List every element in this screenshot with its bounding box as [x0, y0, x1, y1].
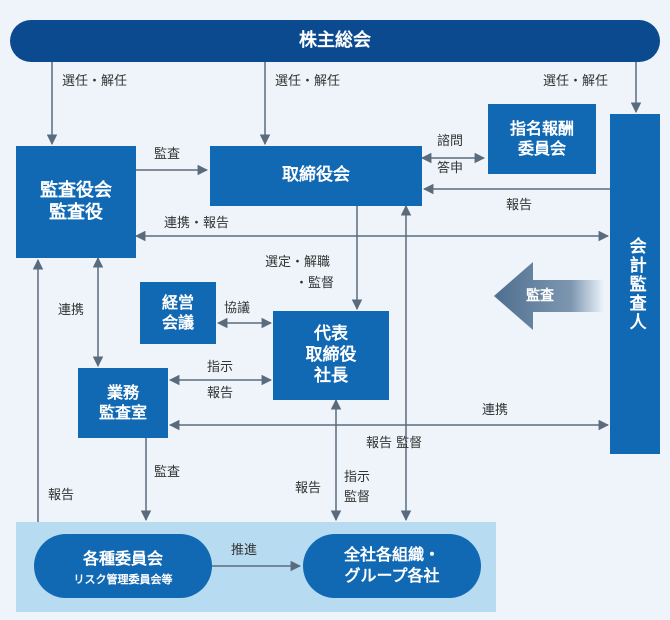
audit-board-line1: 監査役会: [40, 179, 112, 201]
label-coop-right: 連携: [482, 403, 509, 418]
committees-pill: 各種委員会 リスク管理委員会等: [34, 534, 212, 598]
label-instruct-supervise-1: 指示: [344, 470, 371, 485]
label-report-ceo: 報告: [207, 386, 234, 401]
label-appoint-dismiss-2: 選任・解任: [275, 74, 341, 89]
accounting-auditor-box: 会計監査人: [610, 114, 660, 454]
audit-arrow: [494, 262, 604, 330]
label-promote: 推進: [231, 543, 258, 558]
label-auditor-report: 報告: [506, 198, 533, 213]
label-coop-left: 連携: [58, 303, 85, 318]
label-audit-to-board: 監査: [154, 147, 181, 162]
label-report-supervise: 報告 監督: [366, 436, 423, 451]
label-appoint-dismiss-1: 選任・解任: [62, 74, 128, 89]
label-appoint-dismiss-3: 選任・解任: [543, 74, 609, 89]
label-big-audit: 監査: [526, 288, 554, 304]
label-select-supervise-1: 選定・解職: [265, 255, 331, 270]
label-report-ceo2: 報告: [295, 481, 322, 496]
label-internal-audit-audit: 監査: [154, 465, 181, 480]
audit-board-line2: 監査役: [49, 202, 103, 223]
label-select-supervise-2: ・監督: [295, 276, 335, 291]
management-council-box: 経営 会議: [140, 282, 216, 344]
nomination-committee-box: 指名報酬 委員会: [488, 104, 596, 174]
committees-title: 各種委員会: [82, 549, 163, 568]
internal-audit-box: 業務 監査室: [78, 368, 168, 438]
label-instruct: 指示: [207, 360, 234, 375]
label-deliberate: 協議: [224, 301, 251, 316]
board-of-directors-box: 取締役会: [210, 146, 422, 206]
label-report-left: 報告: [48, 488, 75, 503]
committees-subtitle: リスク管理委員会等: [73, 573, 173, 586]
ceo-box: 代表 取締役 社長: [273, 311, 389, 400]
audit-board-box: 監査役会 監査役: [16, 146, 136, 258]
label-report-back: 答申: [437, 161, 464, 176]
shareholders-meeting: 株主総会: [10, 20, 660, 62]
label-instruct-supervise-2: 監督: [344, 490, 371, 505]
all-organizations-pill: 全社各組織・ グループ各社: [303, 534, 481, 598]
label-consult: 諮問: [437, 134, 464, 149]
label-coop-report: 連携・報告: [164, 216, 230, 231]
